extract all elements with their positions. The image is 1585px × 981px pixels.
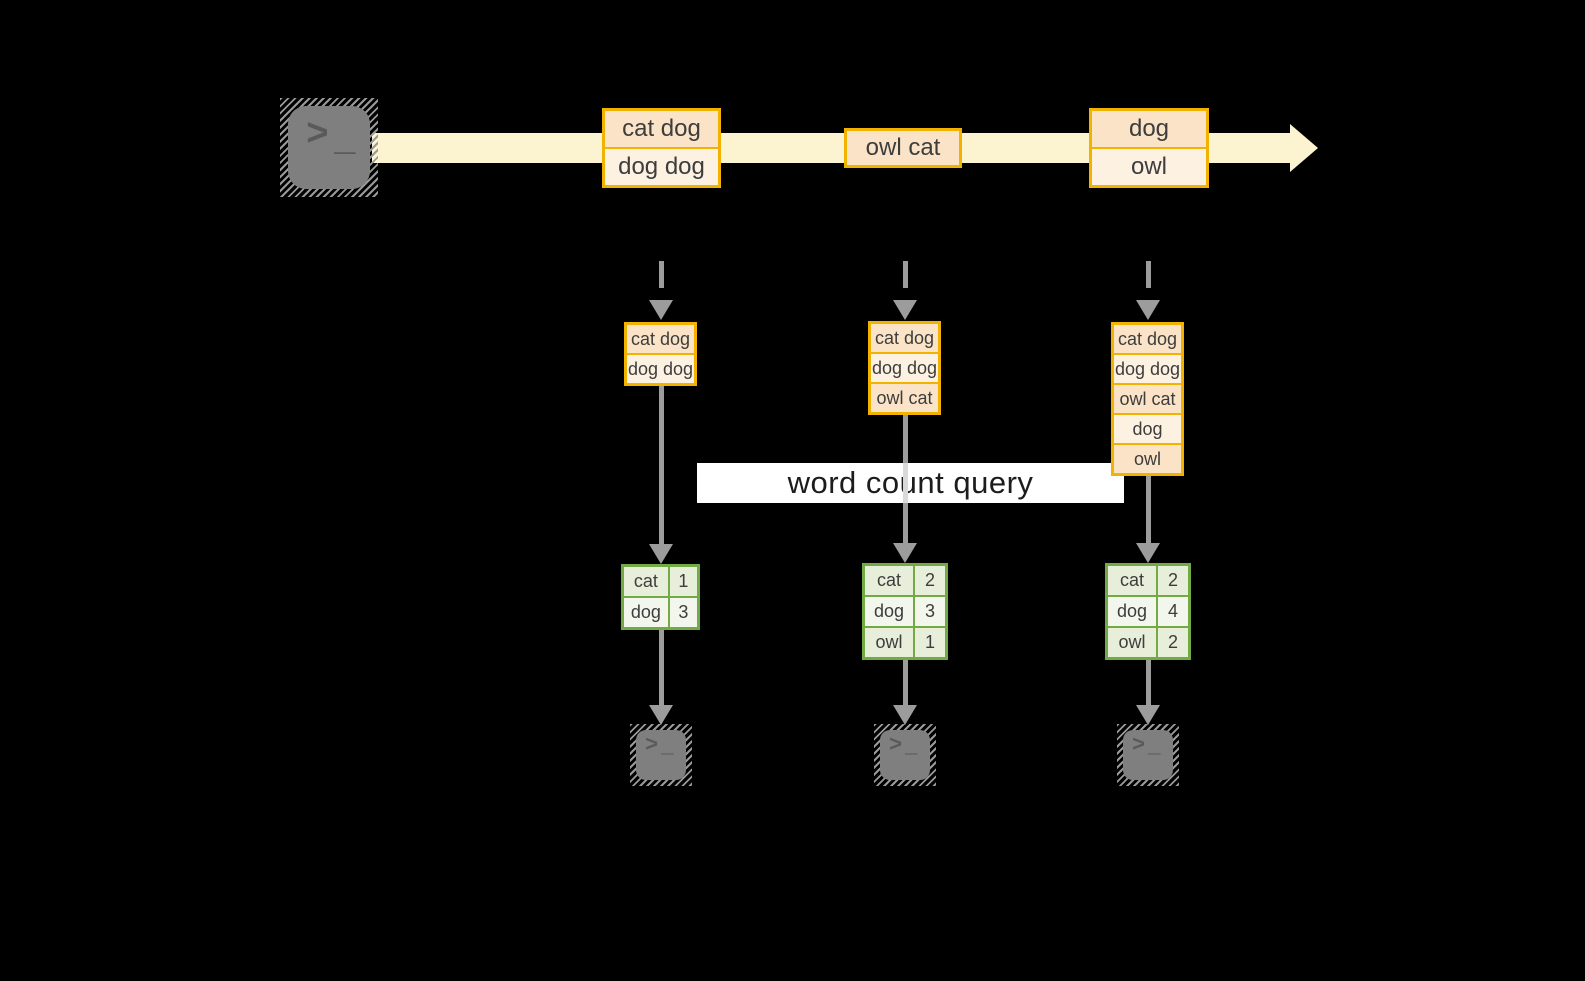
count-cell: 1 xyxy=(915,628,945,657)
stream-record: cat dog xyxy=(605,111,718,147)
accumulated-record: dog xyxy=(1114,415,1181,443)
terminal-icon-body: > _ xyxy=(880,730,930,780)
accumulated-input-box: cat dog dog dog owl cat dog owl xyxy=(1111,322,1184,476)
word-cell: owl xyxy=(865,628,913,657)
stream-batch-box: dog owl xyxy=(1089,108,1209,188)
microbatch-arrow-dash xyxy=(1145,261,1151,288)
output-arrowhead xyxy=(1136,705,1160,725)
stream-record: owl cat xyxy=(847,131,959,165)
prompt-underscore-icon: _ xyxy=(334,120,356,161)
accumulated-record: cat dog xyxy=(627,325,694,353)
stream-batch-box: cat dog dog dog xyxy=(602,108,721,188)
query-arrow-line-over-label xyxy=(902,463,908,503)
accumulated-record: owl cat xyxy=(1114,385,1181,413)
word-cell: cat xyxy=(1108,566,1156,595)
count-cell: 1 xyxy=(669,567,697,596)
count-cell: 4 xyxy=(1158,597,1188,626)
accumulated-record: dog dog xyxy=(627,355,694,383)
accumulated-record: cat dog xyxy=(1114,325,1181,353)
table-row: dog 3 xyxy=(624,598,697,627)
word-cell: dog xyxy=(865,597,913,626)
table-row: owl 2 xyxy=(1108,628,1188,657)
prompt-chevron-icon: > xyxy=(645,733,659,758)
accumulated-record: dog dog xyxy=(1114,355,1181,383)
accumulated-record: dog dog xyxy=(871,354,938,382)
prompt-underscore-icon: _ xyxy=(661,736,674,759)
terminal-icon: > _ xyxy=(1117,724,1179,786)
prompt-chevron-icon: > xyxy=(889,733,903,758)
microbatch-arrowhead xyxy=(1136,300,1160,320)
microbatch-arrowhead xyxy=(649,300,673,320)
word-cell: owl xyxy=(1108,628,1156,657)
query-arrow-line xyxy=(658,386,664,544)
stream-batch-box: owl cat xyxy=(844,128,962,168)
terminal-icon-body: > _ xyxy=(636,730,686,780)
output-arrowhead xyxy=(649,705,673,725)
query-arrowhead xyxy=(893,543,917,563)
word-cell: cat xyxy=(865,566,913,595)
word-count-table: cat 2 dog 4 owl 2 xyxy=(1105,563,1191,660)
terminal-icon: > _ xyxy=(874,724,936,786)
terminal-icon: > _ xyxy=(630,724,692,786)
microbatch-arrow-dash xyxy=(902,261,908,288)
microbatch-arrow-dash xyxy=(658,261,664,288)
table-row: cat 1 xyxy=(624,567,697,596)
microbatch-arrowhead xyxy=(893,300,917,320)
table-row: owl 1 xyxy=(865,628,945,657)
table-row: dog 3 xyxy=(865,597,945,626)
stream-record: dog xyxy=(1092,111,1206,147)
table-row: cat 2 xyxy=(1108,566,1188,595)
accumulated-input-box: cat dog dog dog xyxy=(624,322,697,386)
prompt-underscore-icon: _ xyxy=(905,736,918,759)
stream-record: dog dog xyxy=(605,149,718,185)
terminal-icon-body: > _ xyxy=(288,106,370,189)
output-arrowhead xyxy=(893,705,917,725)
input-stream-arrowhead xyxy=(1290,124,1318,172)
output-arrow-line xyxy=(1145,660,1151,705)
accumulated-input-box: cat dog dog dog owl cat xyxy=(868,321,941,415)
output-arrow-line xyxy=(902,660,908,705)
prompt-underscore-icon: _ xyxy=(1148,736,1161,759)
query-label: word count query xyxy=(697,463,1124,503)
accumulated-record: cat dog xyxy=(871,324,938,352)
count-cell: 2 xyxy=(1158,628,1188,657)
output-arrow-line xyxy=(658,630,664,705)
word-count-table: cat 2 dog 3 owl 1 xyxy=(862,563,948,660)
count-cell: 2 xyxy=(915,566,945,595)
word-cell: dog xyxy=(1108,597,1156,626)
prompt-chevron-icon: > xyxy=(306,114,329,157)
table-row: cat 2 xyxy=(865,566,945,595)
query-arrowhead xyxy=(649,544,673,564)
query-arrowhead xyxy=(1136,543,1160,563)
stream-record: owl xyxy=(1092,149,1206,185)
word-cell: dog xyxy=(624,598,668,627)
terminal-icon: > _ xyxy=(280,98,378,197)
accumulated-record: owl cat xyxy=(871,384,938,412)
count-cell: 3 xyxy=(915,597,945,626)
word-count-table: cat 1 dog 3 xyxy=(621,564,700,630)
count-cell: 2 xyxy=(1158,566,1188,595)
prompt-chevron-icon: > xyxy=(1132,733,1146,758)
query-arrow-line xyxy=(1145,476,1151,543)
accumulated-record: owl xyxy=(1114,445,1181,473)
count-cell: 3 xyxy=(669,598,697,627)
table-row: dog 4 xyxy=(1108,597,1188,626)
terminal-icon-body: > _ xyxy=(1123,730,1173,780)
word-cell: cat xyxy=(624,567,668,596)
